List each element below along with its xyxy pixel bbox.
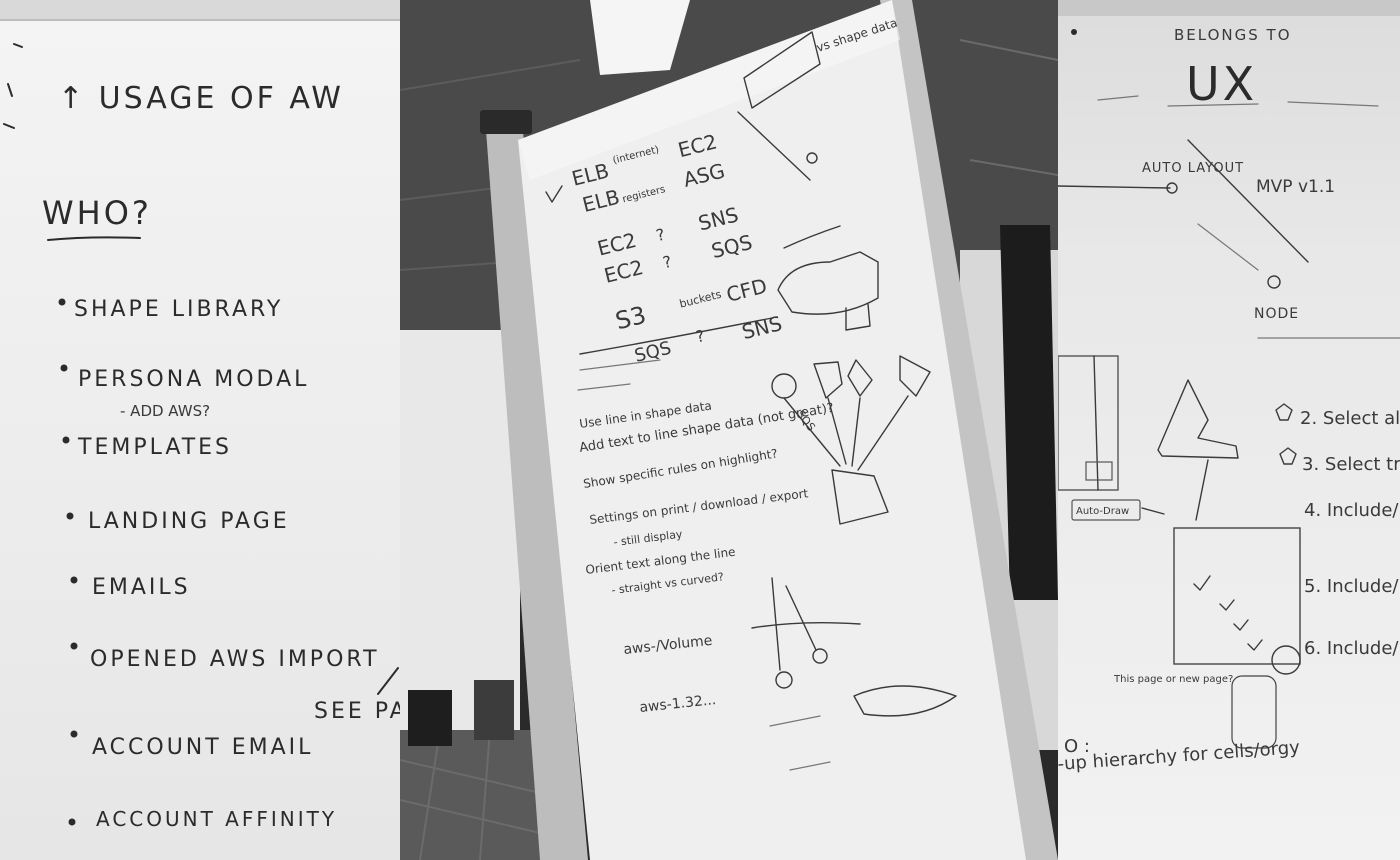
list-item: OPENED AWS IMPORT	[90, 647, 380, 672]
usage-heading: ↑ USAGE OF AW	[58, 81, 344, 116]
list-item: LANDING PAGE	[88, 509, 290, 534]
trash-bin	[408, 690, 452, 746]
trash-bin	[474, 680, 514, 740]
service-list: ELB EC2 ELB ASG EC2 SNS EC2 SQS S3 CFD S…	[569, 129, 784, 366]
board-left-frame	[486, 120, 588, 860]
doodle-sketch	[579, 225, 879, 355]
list-item: PERSONA MODAL	[78, 367, 309, 392]
list-item: ACCOUNT EMAIL	[92, 735, 313, 760]
arrow-fan-sketch: SQS	[771, 355, 931, 525]
bullet-dot	[62, 436, 70, 444]
bullet-dot	[58, 298, 66, 306]
right-whiteboard-photo: BELONGS TO UX AUTO LAYOUT MVP v1.1 NODE …	[1058, 0, 1400, 860]
side-note: SEE PA	[314, 699, 400, 724]
lightning-sketch	[1157, 379, 1239, 459]
list-item: SHAPE LIBRARY	[74, 297, 283, 322]
bullet-dot	[70, 576, 78, 584]
list-subnote: - ADD AWS?	[120, 402, 210, 420]
belongs-to-label: BELONGS TO	[1174, 26, 1292, 44]
left-whiteboard-ink: ↑ USAGE OF AW WHO? SHAPE LIBRARY PERSONA…	[0, 0, 400, 831]
left-whiteboard-photo: ↑ USAGE OF AW WHO? SHAPE LIBRARY PERSONA…	[0, 0, 400, 860]
bullet-dot	[66, 512, 74, 520]
bullet-dot	[70, 730, 78, 738]
step-item: 2. Select al	[1300, 408, 1400, 429]
bullet-dot	[70, 642, 78, 650]
who-heading: WHO?	[42, 194, 152, 232]
left-bullet-list: SHAPE LIBRARY PERSONA MODAL - ADD AWS? T…	[58, 297, 400, 831]
step-item: 5. Include/E connecte	[1304, 576, 1400, 597]
board-surface	[518, 0, 1026, 860]
right-whiteboard-ink: BELONGS TO UX AUTO LAYOUT MVP v1.1 NODE …	[1058, 0, 1400, 775]
step-item: 6. Include/E parents	[1304, 638, 1400, 659]
scribble-text: aws-1.32...	[639, 692, 717, 716]
bullet-dot	[60, 364, 68, 372]
ceiling-light	[590, 0, 690, 75]
page-note: This page or new page?	[1113, 674, 1233, 685]
bullet-dot	[68, 818, 76, 826]
mvp-label: MVP v1.1	[1256, 177, 1335, 197]
ux-label: UX	[1186, 57, 1257, 111]
auto-draw-label: Auto-Draw	[1076, 506, 1129, 517]
list-item: ACCOUNT AFFINITY	[96, 807, 337, 831]
list-item: EMAILS	[92, 575, 191, 600]
auto-layout-label: AUTO LAYOUT	[1142, 161, 1244, 176]
page-frame-sketch	[1173, 527, 1301, 665]
colon-mark: O :	[1064, 736, 1090, 757]
middle-whiteboard-photo: ELB EC2 ELB ASG EC2 SNS EC2 SQS S3 CFD S…	[400, 0, 1058, 860]
step-list: 2. Select al 3. Select tr 4. Include/E c…	[1275, 403, 1400, 659]
middle-whiteboard-scene: ELB EC2 ELB ASG EC2 SNS EC2 SQS S3 CFD S…	[400, 0, 1058, 860]
step-item: 3. Select tr	[1302, 454, 1400, 475]
hierarchy-note: -up hierarchy for cells/orgy	[1058, 737, 1301, 775]
list-item: TEMPLATES	[77, 435, 232, 460]
step-item: 4. Include/E children	[1304, 500, 1400, 521]
node-label: NODE	[1254, 306, 1299, 322]
line-sketch	[751, 577, 957, 717]
